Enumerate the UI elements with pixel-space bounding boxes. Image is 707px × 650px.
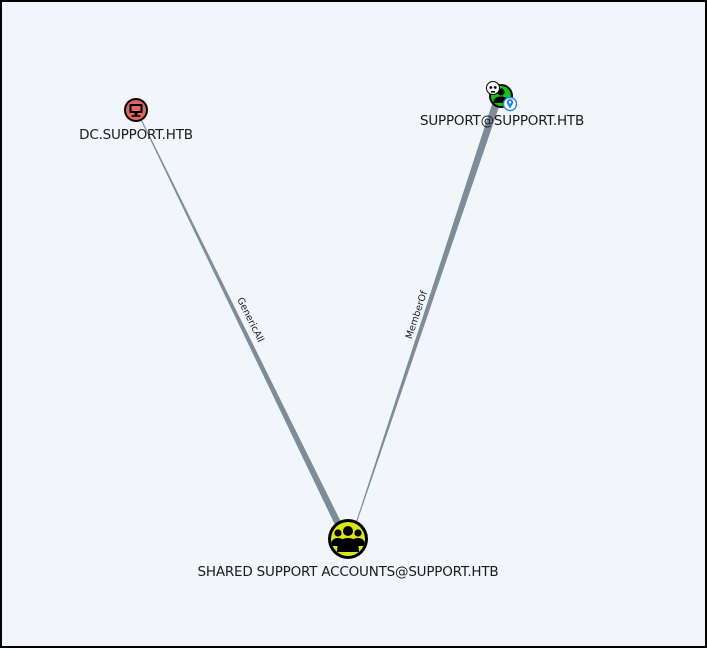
edge-genericall[interactable]	[136, 110, 342, 527]
users-group-icon	[331, 526, 365, 552]
node-label-computer: DC.SUPPORT.HTB	[79, 127, 193, 143]
node-computer[interactable]: DC.SUPPORT.HTB	[79, 98, 193, 143]
node-label-user: SUPPORT@SUPPORT.HTB	[420, 113, 584, 129]
node-group[interactable]: SHARED SUPPORT ACCOUNTS@SUPPORT.HTB	[198, 519, 499, 580]
edge-memberof[interactable]	[355, 95, 502, 525]
node-label-group: SHARED SUPPORT ACCOUNTS@SUPPORT.HTB	[198, 564, 499, 580]
skull-icon	[486, 81, 500, 95]
map-pin-icon	[502, 96, 518, 112]
desktop-computer-icon	[129, 104, 143, 117]
node-user[interactable]: SUPPORT@SUPPORT.HTB	[420, 81, 584, 130]
